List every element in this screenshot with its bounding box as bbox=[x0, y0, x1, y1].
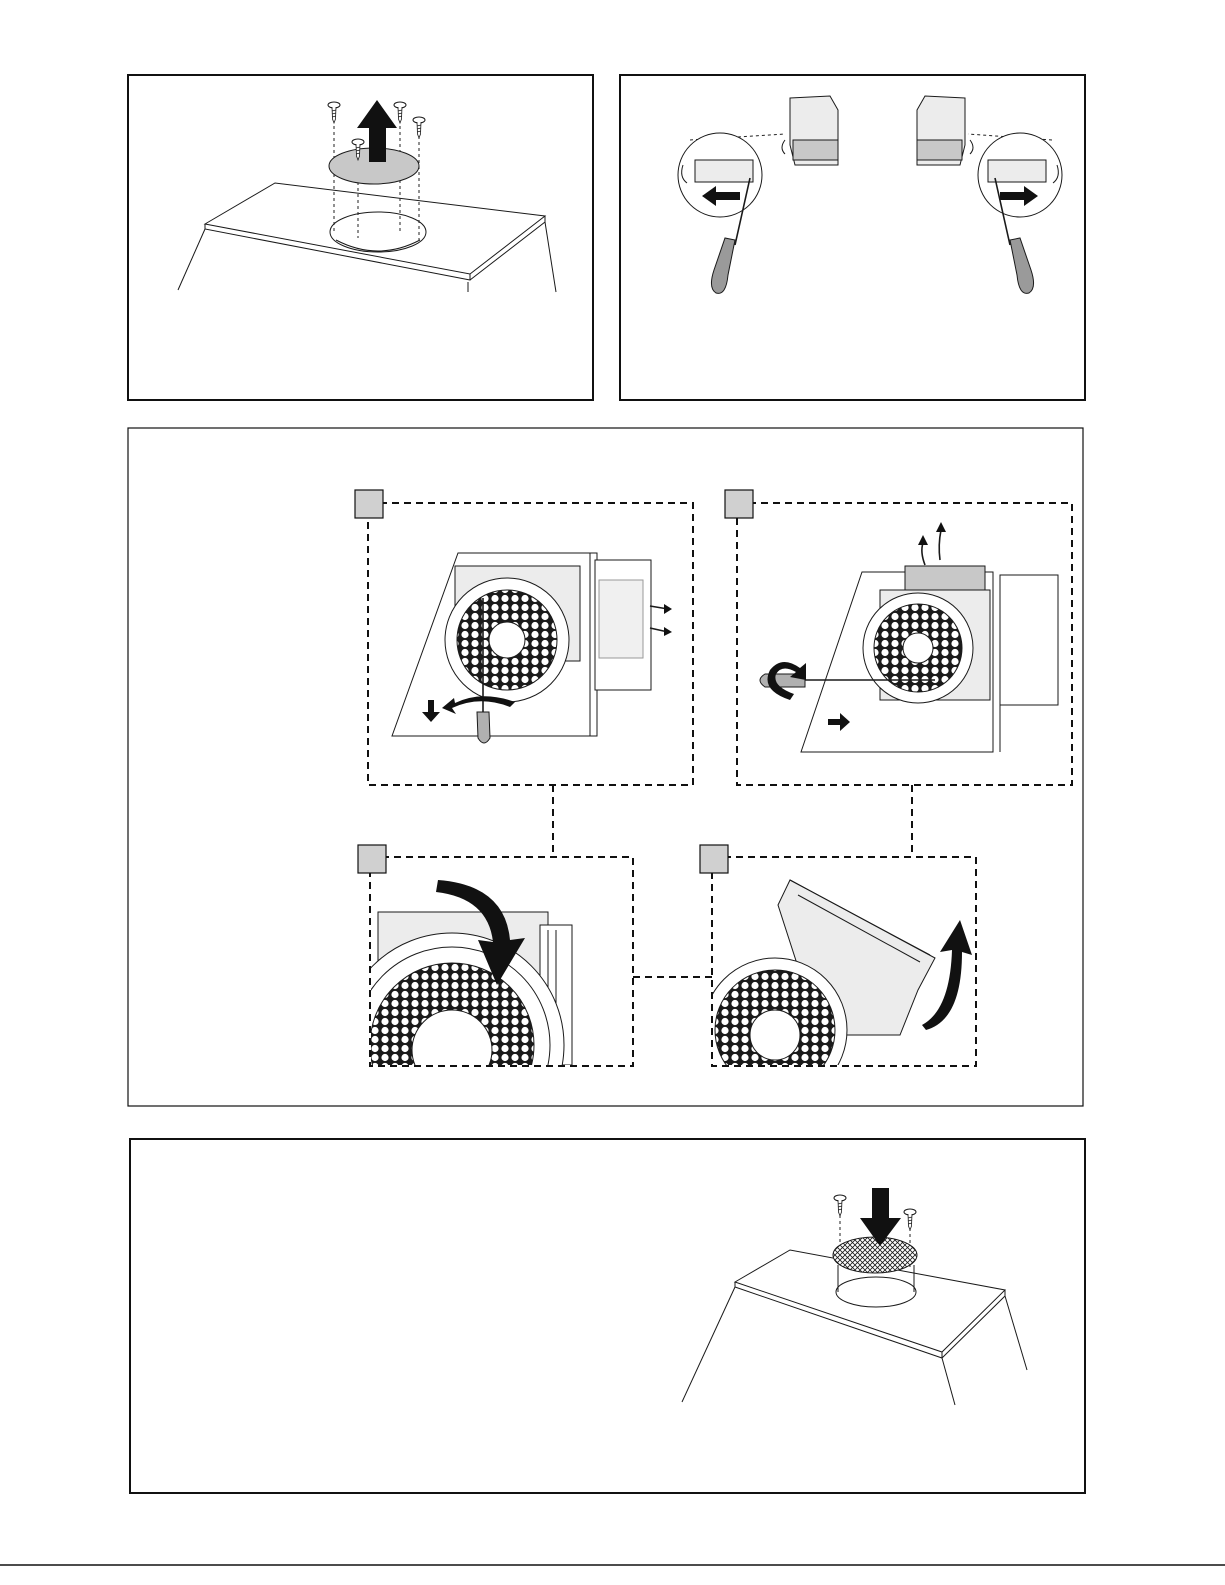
figure-release-clips bbox=[620, 75, 1085, 400]
figure-fit-grille bbox=[130, 1139, 1085, 1493]
curved-arrow-icon bbox=[922, 920, 972, 1030]
screw-icon bbox=[834, 1195, 846, 1216]
step-d bbox=[700, 845, 976, 1102]
step-marker bbox=[725, 490, 753, 518]
step-marker bbox=[358, 845, 386, 873]
screw-icon bbox=[328, 102, 340, 123]
step-marker bbox=[355, 490, 383, 518]
rotate-arrow-icon bbox=[442, 696, 515, 714]
arrow-down-icon bbox=[422, 700, 440, 722]
arrow-right-icon bbox=[828, 713, 850, 731]
hood-body bbox=[682, 1250, 1027, 1405]
step-a bbox=[355, 490, 693, 785]
magnifier-left bbox=[678, 133, 762, 293]
grille-cover bbox=[833, 1237, 917, 1273]
screw-icon bbox=[904, 1209, 916, 1230]
arrow-up-icon bbox=[922, 530, 941, 565]
step-marker bbox=[700, 845, 728, 873]
panel-frame bbox=[620, 75, 1085, 400]
panel-frame bbox=[130, 1139, 1085, 1493]
magnifier-right bbox=[978, 133, 1062, 293]
step-b bbox=[725, 490, 1072, 785]
figure-remove-top-cover bbox=[128, 75, 593, 400]
screw-icon bbox=[413, 117, 425, 138]
screw-icon bbox=[394, 102, 406, 123]
figure-motor-steps bbox=[128, 428, 1083, 1157]
clip-left-part bbox=[782, 96, 838, 165]
hood-body bbox=[178, 183, 556, 292]
step-c bbox=[340, 845, 633, 1157]
clip-right-part bbox=[917, 96, 973, 165]
